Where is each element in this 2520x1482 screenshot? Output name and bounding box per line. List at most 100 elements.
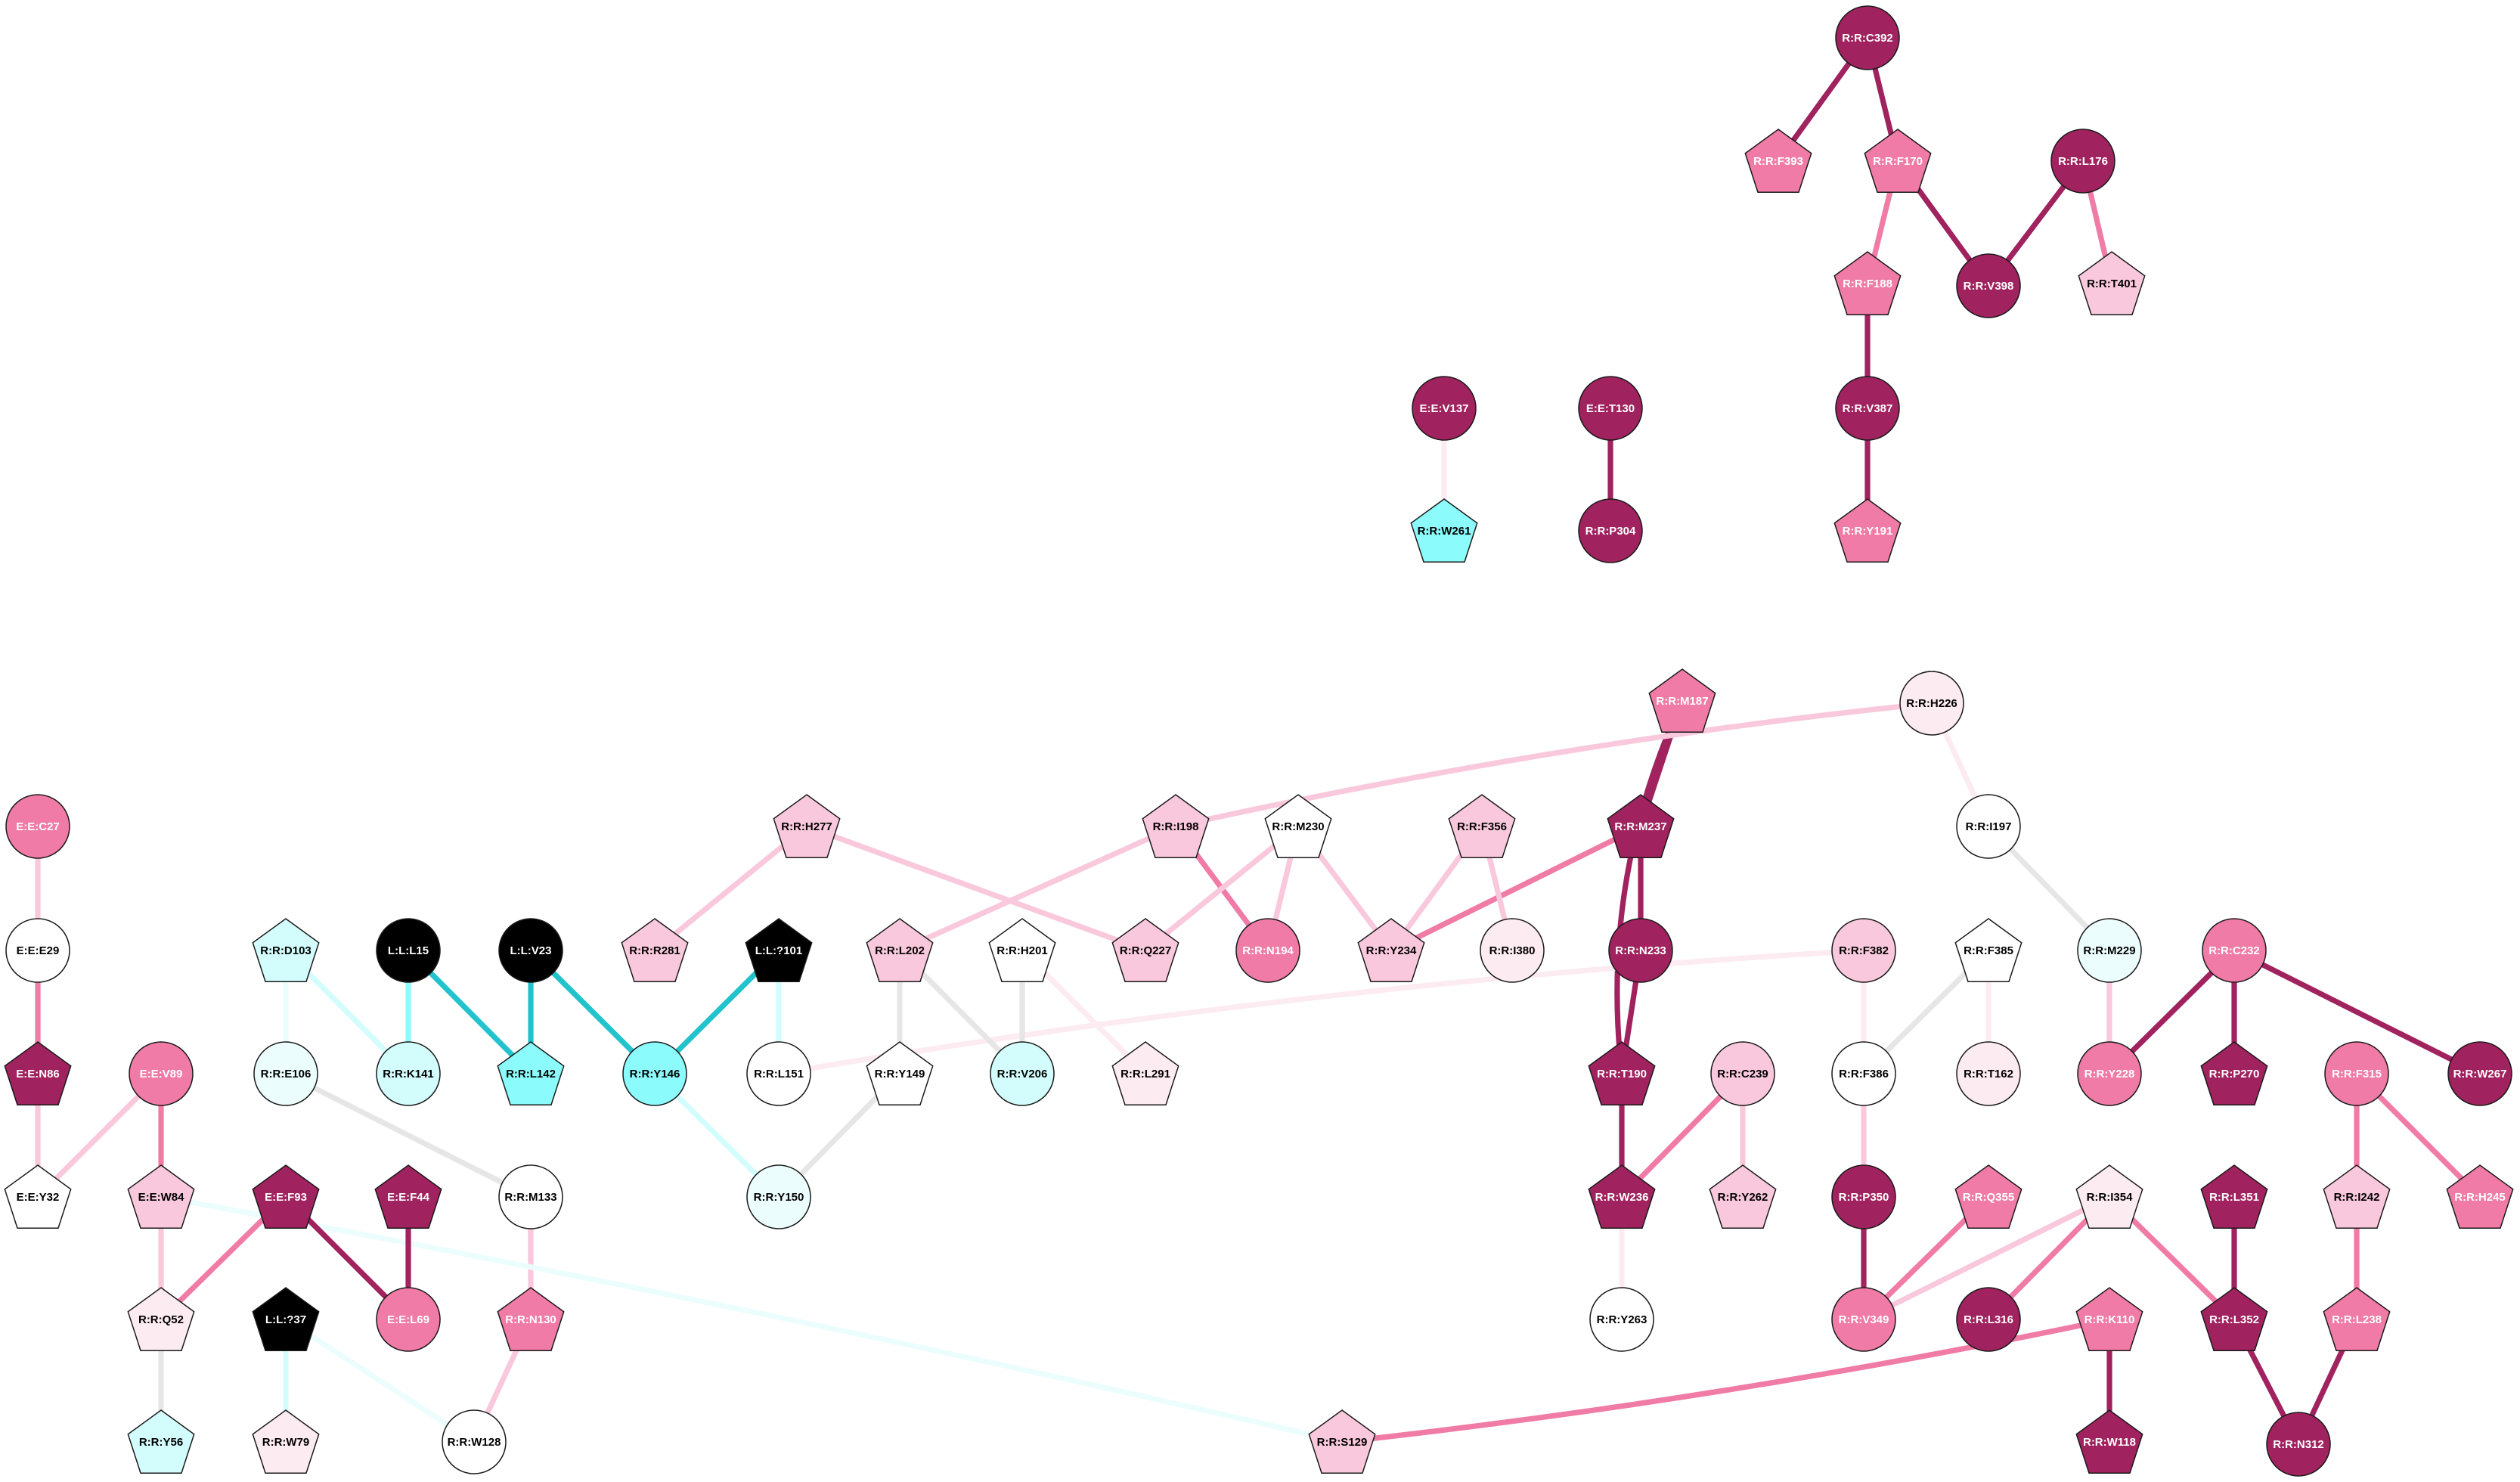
node-ll15[interactable]: L:L:L15 <box>376 918 441 983</box>
node-w261[interactable]: R:R:W261 <box>1410 498 1478 563</box>
node-el69[interactable]: E:E:L69 <box>376 1287 441 1352</box>
node-en86[interactable]: E:E:N86 <box>4 1041 72 1105</box>
node-l142[interactable]: R:R:L142 <box>497 1041 565 1105</box>
node-y146[interactable]: R:R:Y146 <box>622 1041 687 1106</box>
node-label: R:R:H226 <box>1906 697 1957 710</box>
node-k141[interactable]: R:R:K141 <box>376 1041 441 1106</box>
node-y228[interactable]: R:R:Y228 <box>2077 1041 2142 1106</box>
node-y150[interactable]: R:R:Y150 <box>746 1164 811 1229</box>
node-n130[interactable]: R:R:N130 <box>497 1287 565 1351</box>
node-y234[interactable]: R:R:Y234 <box>1357 918 1425 982</box>
node-p350[interactable]: R:R:P350 <box>1831 1164 1896 1229</box>
node-l151[interactable]: R:R:L151 <box>746 1041 811 1106</box>
node-l291[interactable]: R:R:L291 <box>1111 1041 1179 1105</box>
node-t401[interactable]: R:R:T401 <box>2078 251 2146 315</box>
node-v398[interactable]: R:R:V398 <box>1956 253 2021 318</box>
node-s129[interactable]: R:R:S129 <box>1308 1409 1376 1474</box>
node-ev137[interactable]: E:E:V137 <box>1412 376 1477 441</box>
node-label: R:R:F170 <box>1873 155 1923 168</box>
node-h245[interactable]: R:R:H245 <box>2446 1164 2514 1229</box>
node-p270[interactable]: R:R:P270 <box>2200 1041 2268 1105</box>
node-f382[interactable]: R:R:F382 <box>1831 918 1896 983</box>
node-e106[interactable]: R:R:E106 <box>253 1041 318 1106</box>
node-c239[interactable]: R:R:C239 <box>1710 1041 1775 1106</box>
node-v206[interactable]: R:R:V206 <box>990 1041 1055 1106</box>
node-i242[interactable]: R:R:I242 <box>2323 1164 2391 1229</box>
node-r281[interactable]: R:R:R281 <box>621 918 689 982</box>
node-m230[interactable]: R:R:M230 <box>1264 794 1332 858</box>
node-lv23[interactable]: L:L:V23 <box>498 918 563 983</box>
node-l37[interactable]: L:L:?37 <box>252 1287 320 1351</box>
node-pentagon <box>497 1041 565 1105</box>
node-ev89[interactable]: E:E:V89 <box>129 1041 194 1106</box>
node-h277[interactable]: R:R:H277 <box>773 794 841 858</box>
node-l176[interactable]: R:R:L176 <box>2050 129 2115 194</box>
node-f315[interactable]: R:R:F315 <box>2324 1041 2389 1106</box>
node-n312[interactable]: R:R:N312 <box>2266 1412 2331 1477</box>
node-l352[interactable]: R:R:L352 <box>2200 1287 2268 1351</box>
node-label: R:R:W128 <box>448 1436 501 1449</box>
node-i380[interactable]: R:R:I380 <box>1480 918 1545 983</box>
node-label: R:R:H245 <box>2454 1191 2506 1204</box>
node-w118[interactable]: R:R:W118 <box>2075 1409 2143 1474</box>
node-w79[interactable]: R:R:W79 <box>252 1409 320 1474</box>
node-n194[interactable]: R:R:N194 <box>1235 918 1300 983</box>
node-l202[interactable]: R:R:L202 <box>866 918 934 982</box>
node-ew84[interactable]: E:E:W84 <box>127 1164 195 1229</box>
node-label: R:R:L142 <box>506 1068 556 1080</box>
node-i198[interactable]: R:R:I198 <box>1142 794 1210 858</box>
node-v387[interactable]: R:R:V387 <box>1835 376 1900 441</box>
edge-i354-v349 <box>1861 1194 2112 1322</box>
node-i197[interactable]: R:R:I197 <box>1956 794 2021 859</box>
node-n233[interactable]: R:R:N233 <box>1608 918 1673 983</box>
node-y262[interactable]: R:R:Y262 <box>1709 1164 1777 1229</box>
node-t162[interactable]: R:R:T162 <box>1956 1041 2021 1106</box>
node-f170[interactable]: R:R:F170 <box>1864 129 1932 193</box>
node-ec27[interactable]: E:E:C27 <box>5 794 70 859</box>
node-i354[interactable]: R:R:I354 <box>2075 1164 2143 1229</box>
node-m187[interactable]: R:R:M187 <box>1648 668 1716 733</box>
node-label: R:R:C239 <box>1717 1068 1768 1080</box>
node-f356[interactable]: R:R:F356 <box>1448 794 1516 858</box>
node-v349[interactable]: R:R:V349 <box>1831 1287 1896 1352</box>
node-d103[interactable]: R:R:D103 <box>252 918 320 982</box>
node-m133[interactable]: R:R:M133 <box>498 1164 563 1229</box>
node-q227[interactable]: R:R:Q227 <box>1111 918 1179 982</box>
node-f386[interactable]: R:R:F386 <box>1831 1041 1896 1106</box>
node-m237[interactable]: R:R:M237 <box>1607 794 1675 858</box>
node-k110[interactable]: R:R:K110 <box>2075 1287 2143 1351</box>
node-y149[interactable]: R:R:Y149 <box>866 1041 934 1105</box>
node-circle <box>376 1287 441 1352</box>
node-w236[interactable]: R:R:W236 <box>1588 1164 1656 1229</box>
node-y56[interactable]: R:R:Y56 <box>127 1409 195 1474</box>
node-w128[interactable]: R:R:W128 <box>442 1409 507 1474</box>
node-f385[interactable]: R:R:F385 <box>1954 918 2023 982</box>
node-h201[interactable]: R:R:H201 <box>988 918 1056 982</box>
node-f393[interactable]: R:R:F393 <box>1744 129 1812 193</box>
node-ee29[interactable]: E:E:E29 <box>5 918 70 983</box>
node-et130[interactable]: E:E:T130 <box>1578 376 1643 441</box>
node-l316[interactable]: R:R:L316 <box>1956 1287 2021 1352</box>
node-label: R:R:K141 <box>383 1068 434 1080</box>
node-q52[interactable]: R:R:Q52 <box>127 1287 195 1351</box>
node-c392[interactable]: R:R:C392 <box>1835 5 1900 70</box>
node-f188[interactable]: R:R:F188 <box>1833 251 1902 315</box>
node-l351[interactable]: R:R:L351 <box>2200 1164 2268 1229</box>
node-circle <box>1831 918 1896 983</box>
node-c232[interactable]: R:R:C232 <box>2202 918 2267 983</box>
node-m229[interactable]: R:R:M229 <box>2077 918 2142 983</box>
node-t190[interactable]: R:R:T190 <box>1588 1041 1656 1105</box>
node-ef44[interactable]: E:E:F44 <box>374 1164 442 1229</box>
node-l101[interactable]: L:L:?101 <box>745 918 813 982</box>
node-circle <box>1956 1287 2021 1352</box>
node-h226[interactable]: R:R:H226 <box>1899 671 1964 736</box>
node-l238[interactable]: R:R:L238 <box>2323 1287 2391 1351</box>
node-y191[interactable]: R:R:Y191 <box>1833 498 1902 563</box>
node-ey32[interactable]: E:E:Y32 <box>4 1164 72 1229</box>
node-y263[interactable]: R:R:Y263 <box>1589 1287 1654 1352</box>
node-w267[interactable]: R:R:W267 <box>2447 1041 2512 1106</box>
node-ef93[interactable]: E:E:F93 <box>252 1164 320 1229</box>
node-p304[interactable]: R:R:P304 <box>1578 498 1643 563</box>
node-q355[interactable]: R:R:Q355 <box>1954 1164 2023 1229</box>
node-circle <box>746 1164 811 1229</box>
